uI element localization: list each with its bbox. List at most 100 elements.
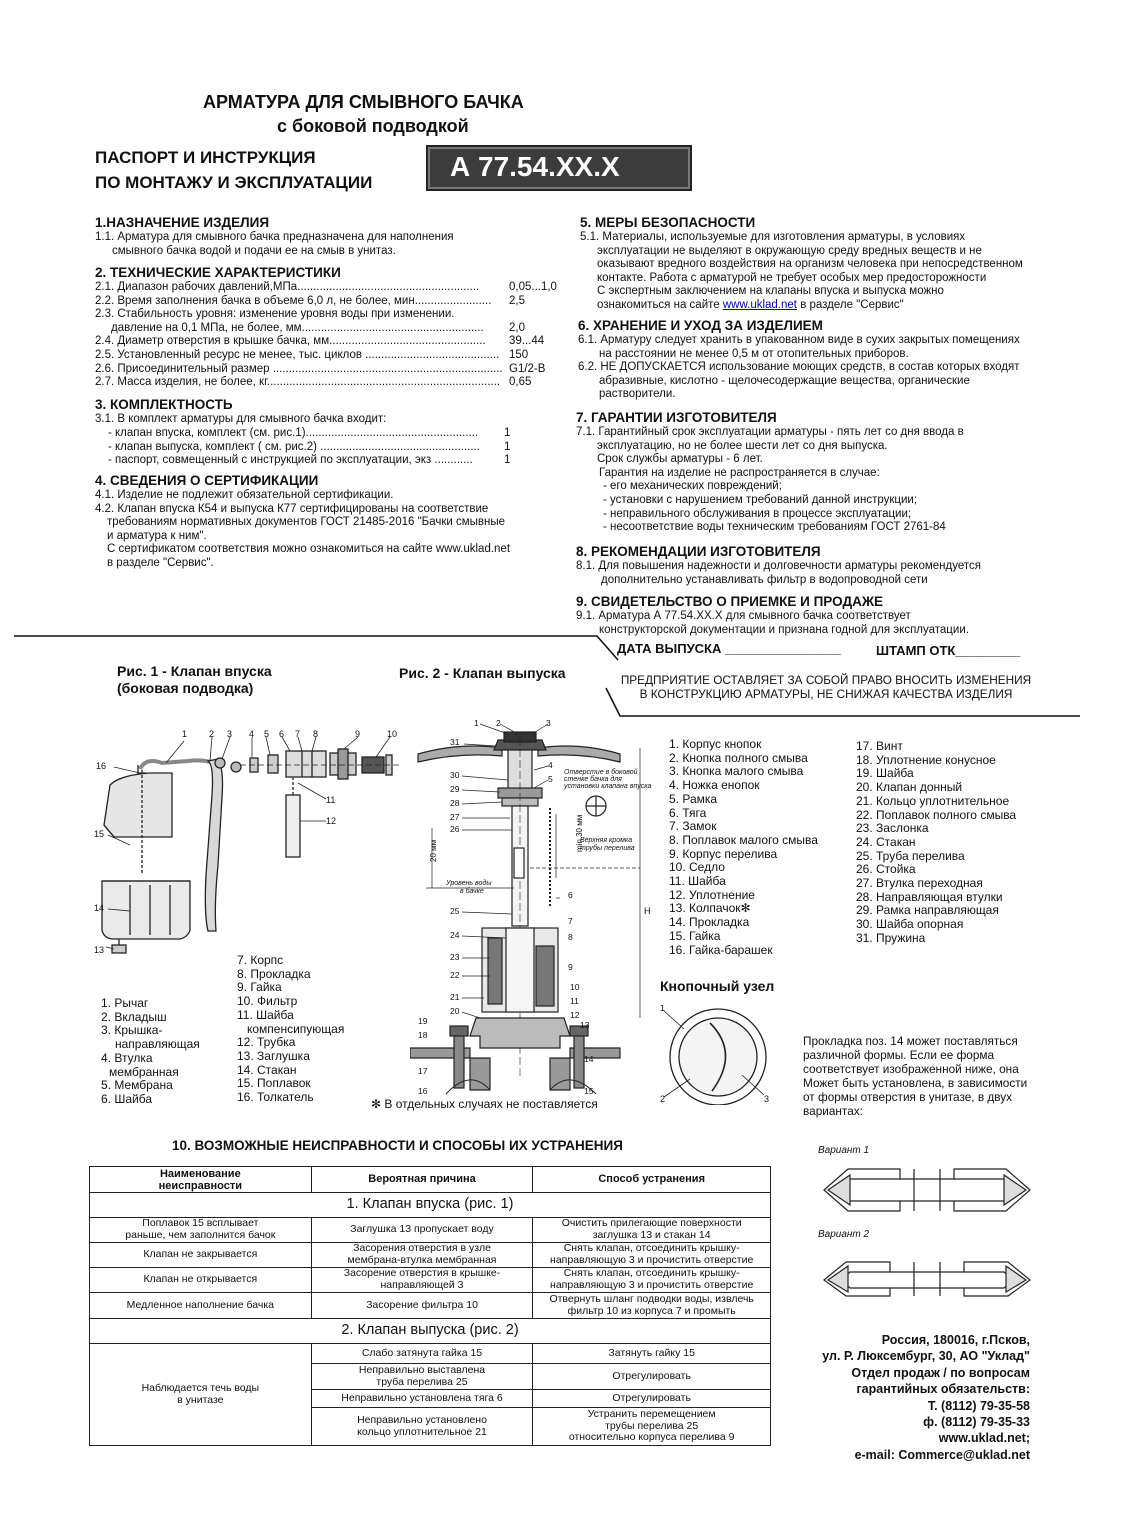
svg-text:15: 15 — [584, 1086, 594, 1096]
section-1-text: 1.1. Арматура для смывного бачка предназ… — [95, 231, 454, 243]
section-9-text: 9.1. Арматура А 77.54.XX.X для смывного … — [576, 610, 969, 636]
column-header: Способ устранения — [532, 1166, 771, 1193]
svg-text:25: 25 — [450, 906, 460, 916]
button-unit-title: Кнопочный узел — [660, 978, 775, 994]
table-row: Клапан не открывается Засорение отверсти… — [89, 1267, 771, 1293]
gasket-variant-1-label: Вариант 1 — [818, 1145, 870, 1156]
svg-text:H: H — [644, 906, 651, 916]
svg-text:1: 1 — [660, 1005, 665, 1013]
table-section-row: 1. Клапан впуска (рис. 1) — [89, 1192, 771, 1218]
svg-text:20: 20 — [450, 1006, 460, 1016]
qc-stamp-field: ШТАМП ОТК_________ — [876, 643, 1021, 658]
svg-text:3: 3 — [227, 729, 232, 739]
svg-text:5: 5 — [264, 729, 269, 739]
button-unit-drawing: 1 2 3 — [660, 1005, 769, 1105]
svg-text:min 30 мм: min 30 мм — [575, 815, 584, 852]
contents-row: - клапан впуска, комплект (см. рис.1)...… — [108, 427, 511, 439]
product-code: А 77.54.XX.X — [450, 151, 620, 182]
svg-text:3: 3 — [764, 1094, 769, 1104]
spec-row: 2.6. Присоединительный размер ..........… — [95, 362, 546, 375]
svg-text:22: 22 — [450, 970, 460, 980]
svg-text:2: 2 — [660, 1094, 665, 1104]
gasket-variant-2-label: Вариант 2 — [818, 1229, 870, 1240]
release-date-field: ДАТА ВЫПУСКА ________________ — [617, 641, 841, 656]
section-6-heading: 6. ХРАНЕНИЕ И УХОД ЗА ИЗДЕЛИЕМ — [578, 318, 823, 333]
svg-text:4: 4 — [249, 729, 254, 739]
svg-text:27: 27 — [450, 812, 460, 822]
svg-text:Верхняя кромка: Верхняя кромка — [580, 837, 632, 844]
company-contacts: Россия, 180016, г.Псков, ул. Р. Люксембу… — [822, 1333, 1030, 1462]
product-code-box: А 77.54.XX.X — [426, 145, 692, 191]
spec-row: 2.3. Стабильность уровня: изменение уров… — [95, 308, 455, 321]
svg-text:15: 15 — [94, 829, 104, 839]
svg-text:Уровень воды: Уровень воды — [445, 879, 492, 887]
contents-list: - клапан впуска, комплект (см. рис.1)...… — [108, 427, 528, 468]
phone: Т. (8112) 79-35-58 — [927, 1398, 1030, 1413]
svg-text:в бачке: в бачке — [460, 887, 484, 895]
svg-text:12: 12 — [570, 1010, 580, 1020]
asterisk-icon: ✻ — [371, 1097, 382, 1111]
column-header: Вероятная причина — [310, 1166, 534, 1193]
svg-text:4: 4 — [548, 760, 553, 770]
document-title: АРМАТУРА ДЛЯ СМЫВНОГО БАЧКА — [203, 92, 524, 112]
section-5-heading: 5. МЕРЫ БЕЗОПАСНОСТИ — [580, 215, 756, 230]
svg-text:11: 11 — [326, 795, 335, 805]
uklad-link[interactable]: www.uklad.net — [722, 298, 797, 311]
section-4-text: 4.1. Изделие не подлежит обязательной се… — [95, 489, 511, 569]
svg-text:21: 21 — [450, 992, 460, 1002]
section-5-text: 5.1. Материалы, используемые для изготов… — [580, 231, 1023, 311]
svg-text:7: 7 — [568, 916, 573, 926]
svg-text:6: 6 — [279, 729, 284, 739]
svg-text:3: 3 — [546, 718, 551, 728]
table-row: Медленное наполнение бачка Засорение фил… — [89, 1292, 771, 1319]
section-3-text: 3.1. В комплект арматуры для смывного ба… — [95, 413, 387, 425]
gasket-note: Прокладка поз. 14 может поставляться раз… — [803, 1034, 1028, 1119]
svg-text:Отверстие в боковой: Отверстие в боковой — [564, 768, 638, 776]
fig2-footnote: ✻ В отдельных случаях не поставляется — [371, 1097, 598, 1111]
tech-specs-list: 2.1. Диапазон рабочих давлений,МПа......… — [95, 281, 575, 390]
svg-text:8: 8 — [568, 932, 573, 942]
svg-text:19: 19 — [418, 1016, 428, 1026]
section-6-text: 6.1. Арматуру следует хранить в упакован… — [578, 334, 1020, 401]
svg-text:24: 24 — [450, 930, 460, 940]
fig2-drawing: 1 2 3 31 4 5 30 29 28 27 26 25 24 23 22 … — [410, 718, 652, 1096]
section-9-heading: 9. СВИДЕТЕЛЬСТВО О ПРИЕМКЕ И ПРОДАЖЕ — [576, 594, 884, 609]
svg-text:2: 2 — [496, 718, 501, 728]
svg-text:10: 10 — [387, 729, 397, 739]
table-row: Клапан не закрывается Засорения отверсти… — [89, 1242, 771, 1268]
svg-text:12: 12 — [326, 816, 336, 826]
svg-text:11: 11 — [570, 996, 579, 1006]
website-link[interactable]: www.uklad.net; — [938, 1431, 1030, 1446]
svg-text:7: 7 — [295, 729, 300, 739]
fig2-legend-a: 1. Корпус кнопок 2. Кнопка полного смыва… — [669, 737, 818, 957]
svg-text:2: 2 — [209, 729, 214, 739]
svg-text:13: 13 — [580, 1020, 590, 1030]
svg-text:31: 31 — [450, 737, 460, 747]
section-1-heading: 1.НАЗНАЧЕНИЕ ИЗДЕЛИЯ — [95, 215, 270, 230]
section-7-text: 7.1. Гарантийный срок эксплуатации армат… — [576, 426, 964, 534]
svg-text:18: 18 — [418, 1030, 428, 1040]
spec-row: 2.4. Диаметр отверстия в крышке бачка, м… — [95, 335, 545, 348]
contents-row: - паспорт, совмещенный с инструкцией по … — [108, 454, 511, 467]
passport-title-2: ПО МОНТАЖУ И ЭКСПЛУАТАЦИИ — [95, 173, 373, 192]
svg-text:14: 14 — [584, 1054, 594, 1064]
svg-text:10: 10 — [570, 982, 580, 992]
email-link[interactable]: e-mail: Commerce@uklad.net — [854, 1447, 1030, 1462]
svg-text:1: 1 — [474, 718, 479, 728]
change-notice: ПРЕДПРИЯТИЕ ОСТАВЛЯЕТ ЗА СОБОЙ ПРАВО ВНО… — [620, 673, 1032, 701]
gasket-variant-2 — [823, 1261, 1031, 1297]
fig2-title: Рис. 2 - Клапан выпуска — [399, 665, 566, 681]
svg-text:9: 9 — [355, 729, 360, 739]
fig1-title: Рис. 1 - Клапан впуска (боковая подводка… — [117, 663, 272, 696]
svg-text:20 мм: 20 мм — [429, 840, 438, 862]
svg-text:14: 14 — [94, 903, 104, 913]
svg-text:6: 6 — [568, 890, 573, 900]
fig2-legend-b: 17. Винт 18. Уплотнение конусное 19. Шай… — [856, 739, 1017, 945]
table-section-row: 2. Клапан выпуска (рис. 2) — [89, 1318, 771, 1344]
section-2-heading: 2. ТЕХНИЧЕСКИЕ ХАРАКТЕРИСТИКИ — [95, 265, 341, 280]
spec-row: 2.5. Установленный ресурс не менее, тыс.… — [95, 348, 529, 361]
